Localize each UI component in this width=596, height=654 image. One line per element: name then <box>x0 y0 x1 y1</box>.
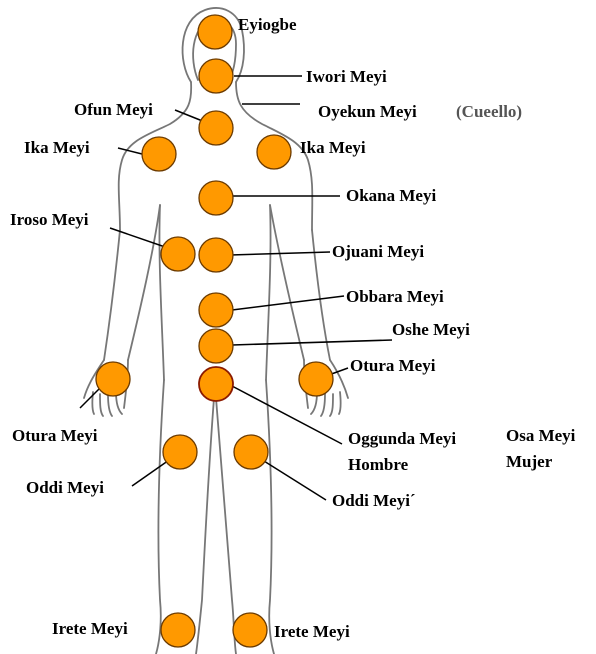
pointer-oshe <box>232 340 392 345</box>
label-oggunda: Oggunda Meyi <box>348 430 456 447</box>
label-iwori: Iwori Meyi <box>306 68 387 85</box>
dot-irete-left <box>161 613 195 647</box>
label-iroso: Iroso Meyi <box>10 211 89 228</box>
label-ofun: Ofun Meyi <box>74 101 153 118</box>
pointer-ika-left <box>118 148 142 154</box>
pointer-obbara <box>232 296 344 310</box>
label-eyiogbe: Eyiogbe <box>238 16 297 33</box>
label-otura-right: Otura Meyi <box>350 357 435 374</box>
label-oddi-left: Oddi Meyi <box>26 479 104 496</box>
label-oddi-right: Oddi Meyi´ <box>332 492 416 509</box>
dot-ofun <box>199 111 233 145</box>
label-ika-right: Ika Meyi <box>300 139 366 156</box>
label-oyekun: Oyekun Meyi <box>318 103 417 120</box>
label-ojuani: Ojuani Meyi <box>332 243 424 260</box>
dot-eyiogbe <box>198 15 232 49</box>
dot-okana <box>199 181 233 215</box>
label-okana: Okana Meyi <box>346 187 436 204</box>
label-oshe: Oshe Meyi <box>392 321 470 338</box>
label-osa: Osa Meyi <box>506 427 575 444</box>
label-irete-left: Irete Meyi <box>52 620 128 637</box>
dot-otura-right <box>299 362 333 396</box>
dot-obbara <box>199 293 233 327</box>
dot-ika-right <box>257 135 291 169</box>
dot-iwori <box>199 59 233 93</box>
label-hombre: Hombre <box>348 456 408 473</box>
dot-irete-right <box>233 613 267 647</box>
label-obbara: Obbara Meyi <box>346 288 444 305</box>
label-ika-left: Ika Meyi <box>24 139 90 156</box>
dot-oddi-right <box>234 435 268 469</box>
dot-oddi-left <box>163 435 197 469</box>
dot-ojuani <box>199 238 233 272</box>
dot-oggunda <box>199 367 233 401</box>
label-otura-left: Otura Meyi <box>12 427 97 444</box>
dot-ika-left <box>142 137 176 171</box>
dot-iroso <box>161 237 195 271</box>
dot-oshe <box>199 329 233 363</box>
label-cuello: (Cueello) <box>456 103 522 120</box>
label-mujer: Mujer <box>506 453 552 470</box>
pointer-oddi-right <box>256 456 326 500</box>
dot-otura-left <box>96 362 130 396</box>
label-irete-right: Irete Meyi <box>274 623 350 640</box>
